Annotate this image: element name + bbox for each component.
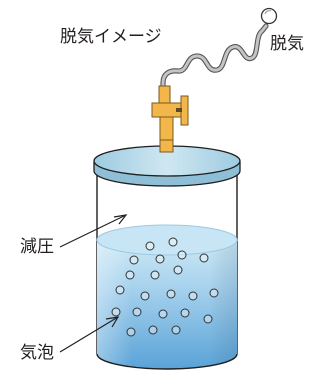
container-lid [93, 145, 241, 187]
valve-stem [159, 139, 174, 153]
bubbles-arrow [59, 316, 120, 353]
diagram-title: 脱気イメージ [60, 27, 162, 47]
tube-end-bubble [260, 7, 278, 25]
vacuum-tube [160, 23, 269, 118]
air-bubbles [111, 237, 219, 337]
reduced-pressure-arrow [59, 214, 128, 248]
reduced-pressure-label: 減圧 [20, 237, 54, 257]
degas-label: 脱気 [270, 34, 304, 54]
water-body [96, 224, 238, 370]
bubbles-label: 気泡 [20, 343, 54, 363]
